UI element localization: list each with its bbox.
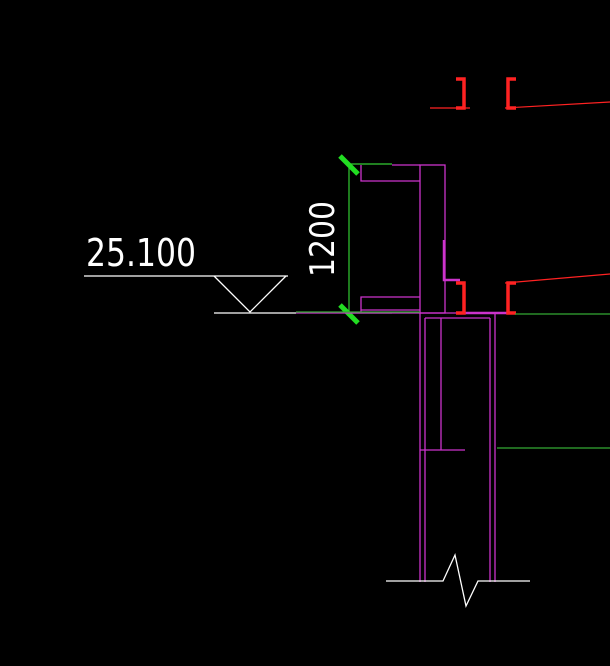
roof-slab (430, 77, 610, 315)
break-line (386, 552, 530, 608)
dimension-text: 1200 (303, 201, 343, 277)
elevation-marker: 25.100 (84, 231, 296, 314)
elevation-text: 25.100 (86, 231, 196, 275)
parapet-top-flashing (360, 165, 420, 182)
lower-slab-line-right (504, 273, 610, 284)
dimension-tick-bottom (338, 303, 360, 325)
parapet-cap (419, 164, 446, 314)
dimension-tick-top (338, 154, 360, 176)
parapet-wall (296, 164, 515, 582)
lower-right-bracket (506, 281, 516, 315)
upper-slab-line-right (504, 101, 610, 109)
parapet-inner-step (442, 240, 460, 282)
parapet-bottom-flashing (360, 296, 420, 313)
dimension-1200: 1200 (303, 154, 392, 325)
break-line-symbol (386, 552, 530, 608)
elevation-triangle (213, 275, 287, 313)
finish-lines (296, 311, 610, 449)
lower-left-bracket (456, 281, 466, 315)
upper-right-bracket (506, 77, 516, 110)
upper-left-bracket (456, 77, 466, 110)
